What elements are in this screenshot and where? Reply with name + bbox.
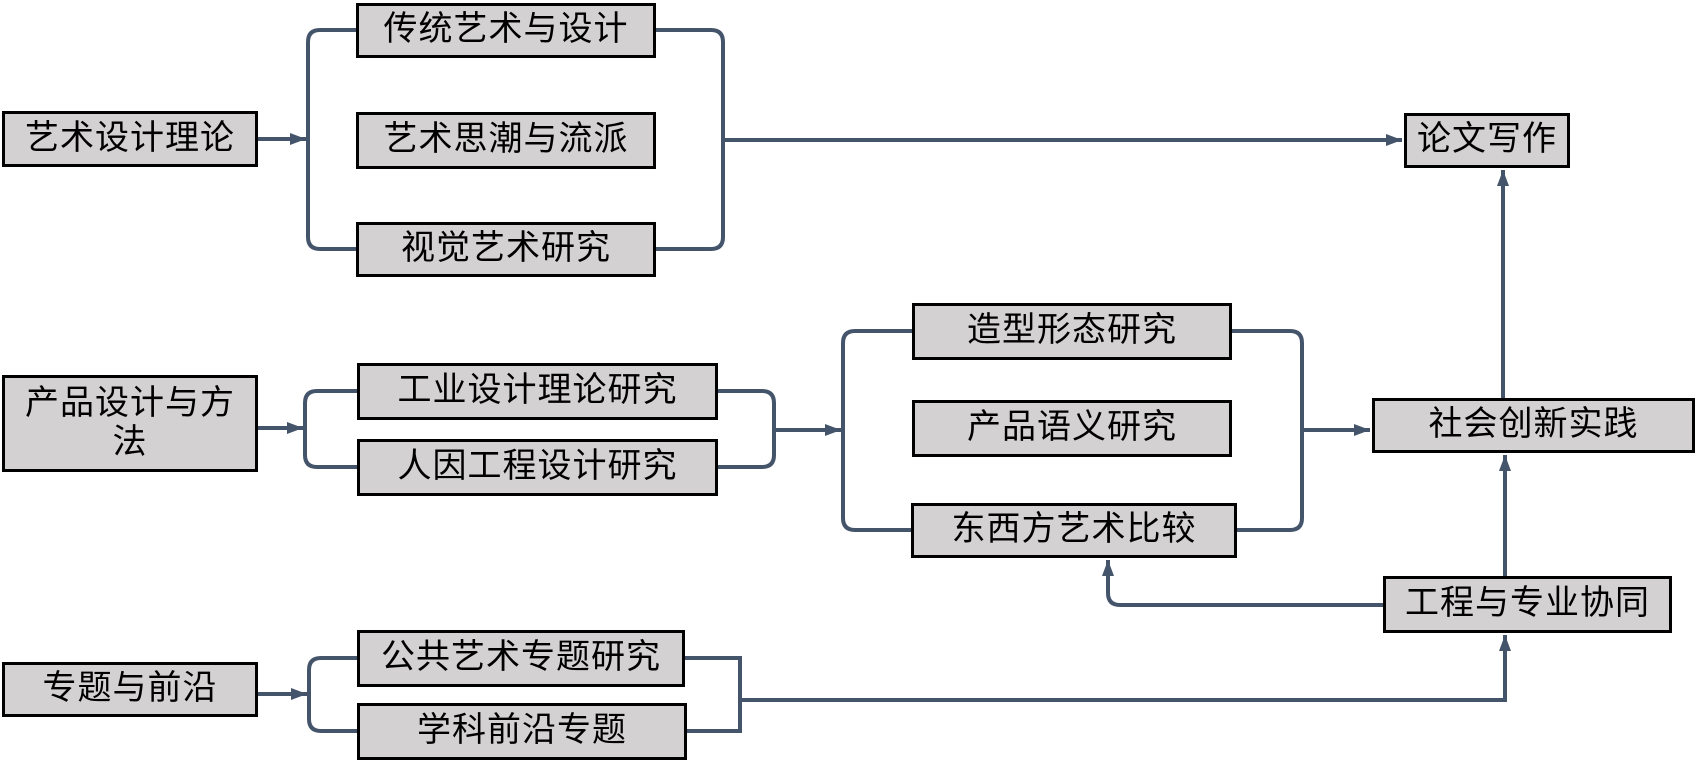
node-topics-frontiers: 专题与前沿 — [2, 662, 258, 717]
node-engineering-collaboration: 工程与专业协同 — [1383, 576, 1672, 633]
node-east-west-art-comparison: 东西方艺术比较 — [911, 503, 1237, 558]
bracket-middle-group-left — [303, 389, 357, 469]
node-traditional-art-design: 传统艺术与设计 — [356, 3, 656, 58]
node-discipline-frontier-topics: 学科前沿专题 — [357, 703, 687, 760]
node-form-morphology: 造型形态研究 — [912, 303, 1232, 360]
node-thesis-writing: 论文写作 — [1404, 113, 1570, 168]
bracket-research-group-left — [841, 329, 912, 532]
node-art-trends-schools: 艺术思潮与流派 — [356, 112, 656, 169]
bracket-top-group-left — [306, 28, 356, 251]
bracket-bottom-group-right — [685, 656, 742, 733]
node-product-semantics: 产品语义研究 — [912, 400, 1232, 457]
node-product-design-methods: 产品设计与方 法 — [2, 375, 258, 472]
bracket-research-group-right — [1232, 329, 1304, 532]
node-industrial-design-theory: 工业设计理论研究 — [357, 363, 718, 420]
node-visual-art-research: 视觉艺术研究 — [356, 222, 656, 277]
bracket-top-group-right — [656, 28, 725, 251]
node-social-innovation-practice: 社会创新实践 — [1372, 398, 1695, 453]
node-art-design-theory: 艺术设计理论 — [2, 111, 258, 167]
edge-bottom-group-to-engineering — [740, 635, 1511, 702]
node-public-art-topics: 公共艺术专题研究 — [357, 630, 685, 687]
bracket-middle-group-right — [718, 389, 776, 469]
node-ergonomics-design: 人因工程设计研究 — [357, 439, 718, 496]
bracket-bottom-group-left — [307, 656, 357, 733]
edge-engineering-to-east-west-comparison — [1102, 560, 1383, 607]
